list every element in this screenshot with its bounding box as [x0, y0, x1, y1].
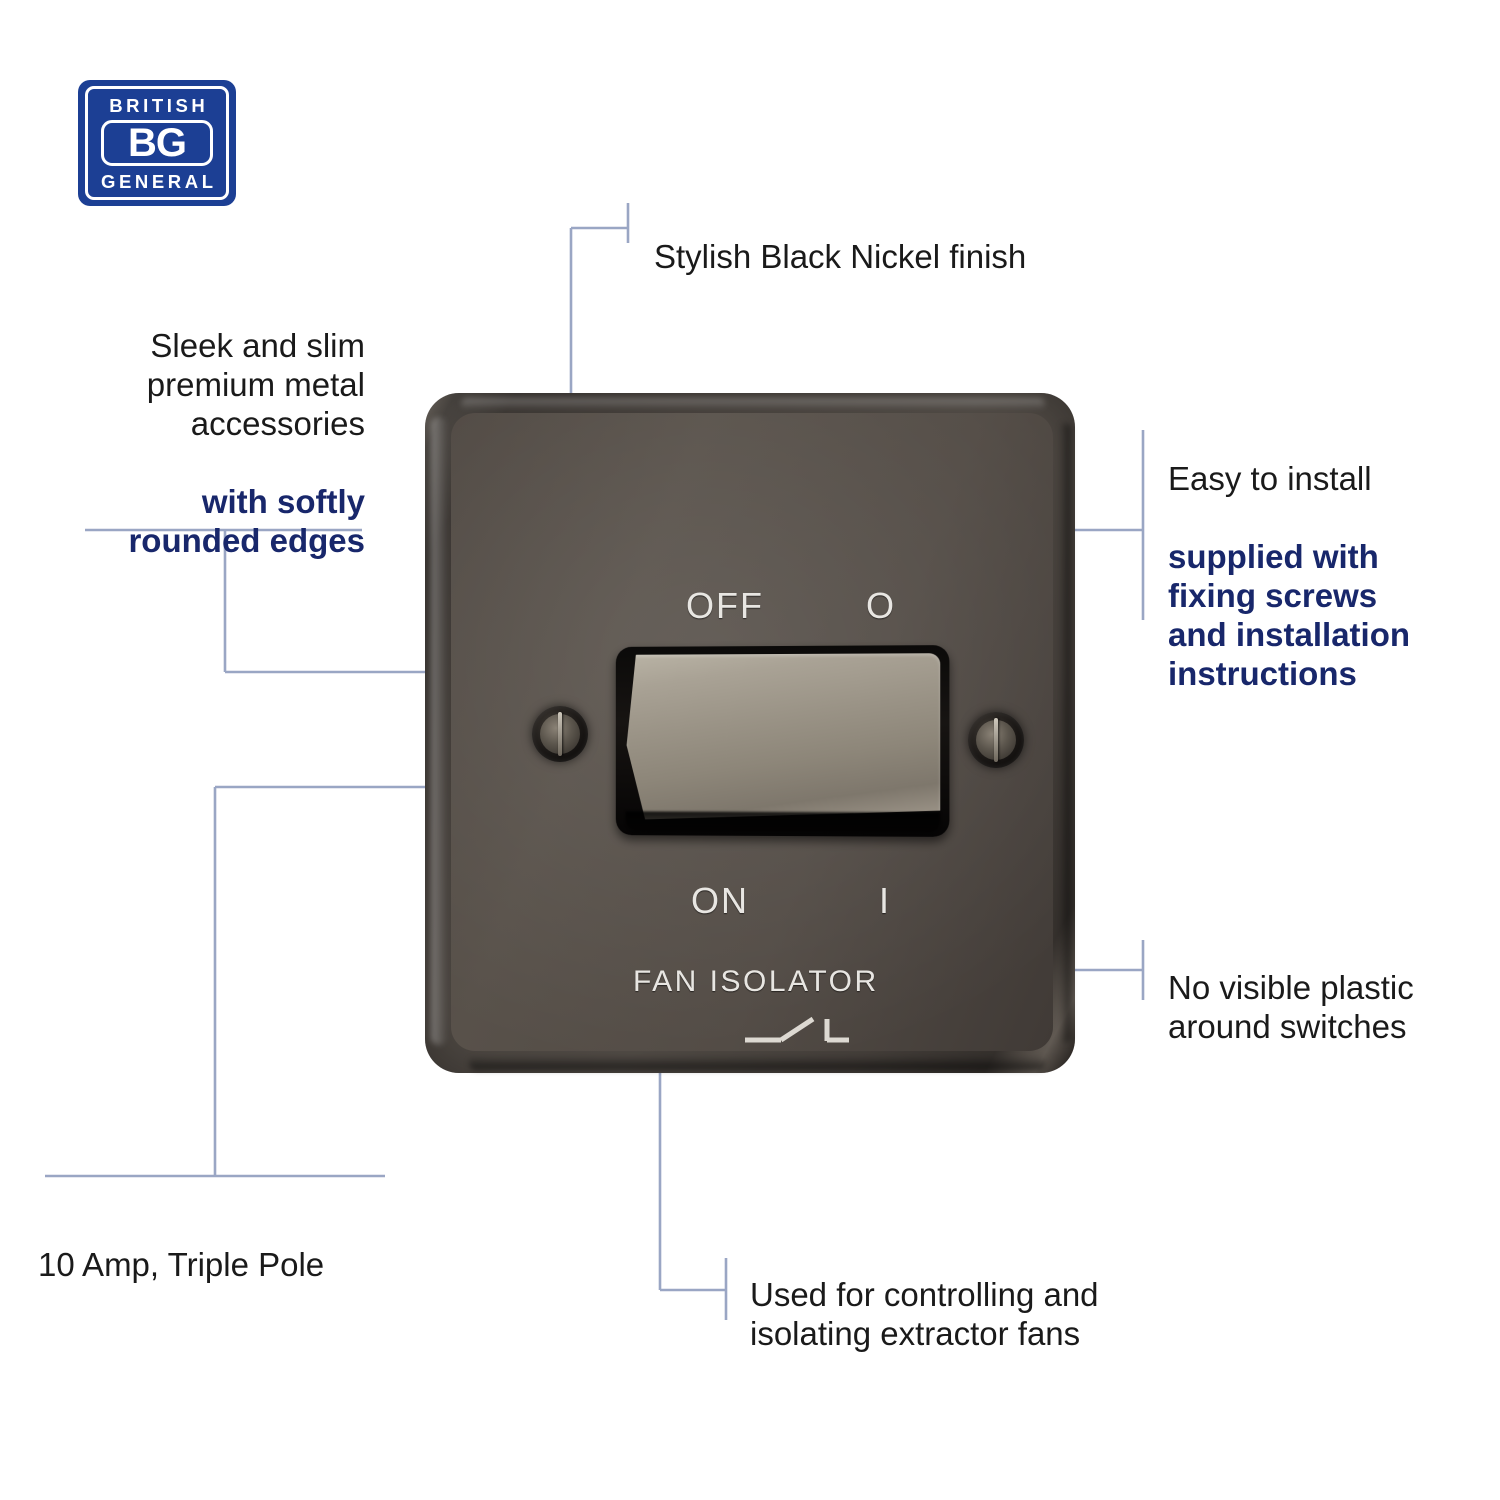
logo-inner-box: BG	[101, 120, 213, 166]
faceplate-bevel-bottom	[469, 1056, 1045, 1070]
callout-rating-text: 10 Amp, Triple Pole	[38, 1245, 325, 1283]
label-fan-isolator: FAN ISOLATOR	[633, 965, 879, 998]
rocker-switch[interactable]	[615, 645, 950, 837]
callout-sleek-and-slim: Sleek and slim premium metal accessories…	[60, 288, 365, 561]
logo-top-text: BRITISH	[109, 95, 209, 116]
callout-easy-plain: Easy to install	[1168, 459, 1372, 497]
callout-sleek-highlight: with softly rounded edges	[128, 482, 365, 559]
callout-stylish-black-nickel-finish: Stylish Black Nickel finish	[654, 199, 1174, 277]
logo-outer-ring	[85, 86, 229, 200]
callout-usage-text: Used for controlling and isolating extra…	[750, 1275, 1099, 1352]
label-on-symbol: I	[879, 880, 892, 921]
callout-easy-to-install: Easy to install supplied with fixing scr…	[1168, 421, 1478, 694]
switch-faceplate: OFF O ON I FAN ISOLATOR	[425, 393, 1075, 1073]
callout-no-visible-plastic: No visible plastic around switches	[1168, 930, 1478, 1047]
faceplate-surface: OFF O ON I FAN ISOLATOR	[451, 413, 1053, 1051]
callout-used-for-controlling: Used for controlling and isolating extra…	[750, 1237, 1190, 1354]
logo-outer-badge: BRITISH BG GENERAL	[78, 80, 236, 206]
switch-circuit-symbol	[745, 1016, 849, 1043]
logo-monogram: BG	[128, 121, 187, 165]
screw-slot-left	[558, 712, 562, 756]
label-off-symbol: O	[866, 585, 897, 626]
faceplate-bevel-right	[1059, 423, 1071, 1043]
callout-plastic-text: No visible plastic around switches	[1168, 968, 1414, 1045]
rocker-face[interactable]	[627, 653, 941, 821]
fixing-screw-left	[532, 706, 588, 762]
callout-sleek-plain: Sleek and slim premium metal accessories	[146, 326, 365, 442]
label-on: ON	[691, 880, 749, 921]
screw-slot-right	[994, 718, 998, 762]
logo-bottom-text: GENERAL	[100, 171, 217, 192]
label-off: OFF	[686, 585, 764, 626]
rocker-lip	[625, 811, 941, 833]
callout-amp-rating: 10 Amp, Triple Pole	[38, 1207, 458, 1285]
fan-isolator-switch-image: OFF O ON I FAN ISOLATOR	[425, 393, 1075, 1073]
fixing-screw-right	[968, 712, 1024, 768]
callout-easy-highlight: supplied with fixing screws and installa…	[1168, 537, 1411, 692]
faceplate-bevel-top	[461, 398, 1045, 410]
callout-finish-text: Stylish Black Nickel finish	[654, 237, 1027, 275]
faceplate-bevel-left	[431, 417, 447, 1045]
british-general-logo: BRITISH BG GENERAL	[78, 80, 236, 206]
